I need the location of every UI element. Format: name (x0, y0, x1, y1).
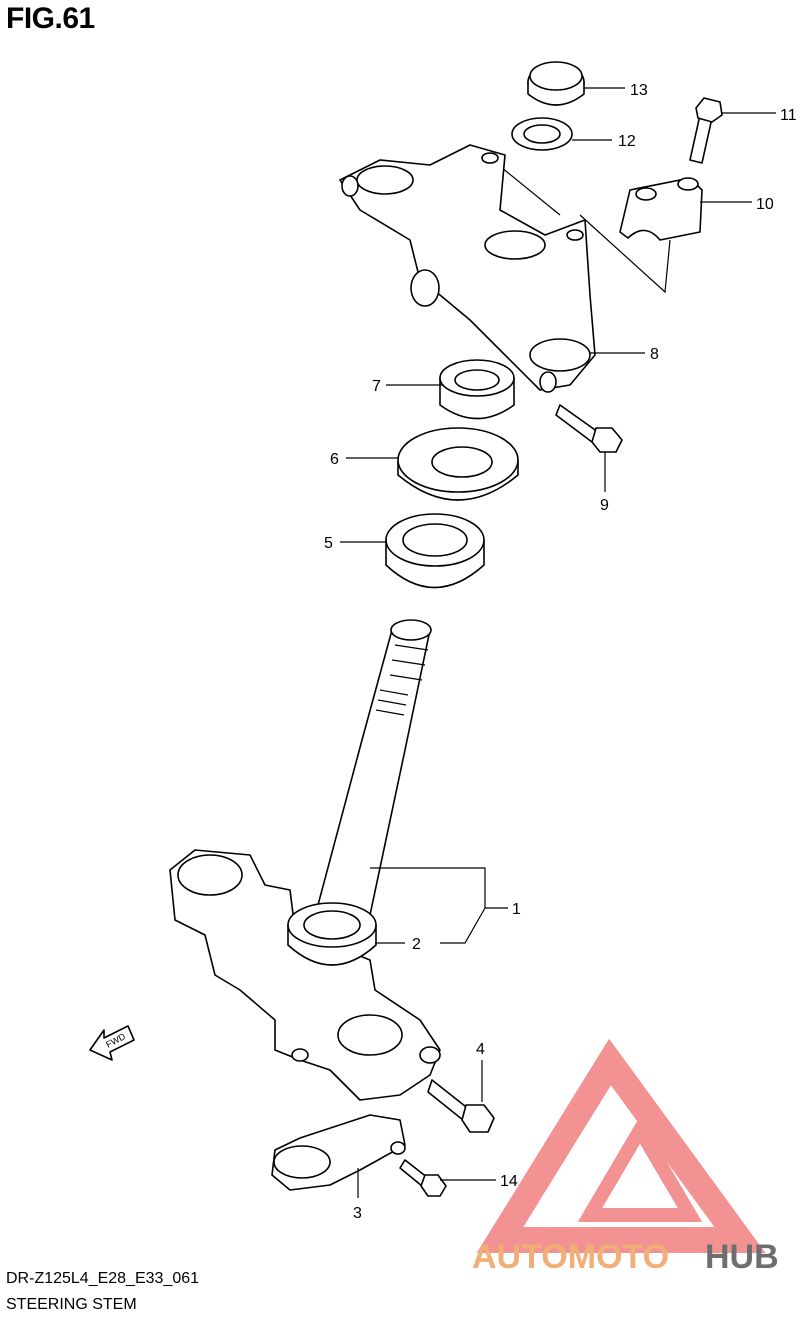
part-2-bearing (287, 902, 377, 966)
leader-lines (340, 87, 776, 1198)
callout-9: 9 (600, 497, 609, 514)
part-1-steering-stem (317, 619, 432, 916)
callout-1: 1 (512, 901, 521, 918)
callout-7: 7 (372, 378, 381, 395)
part-9-bolt (555, 404, 623, 453)
section-name: STEERING STEM (6, 1296, 137, 1313)
part-12-washer (511, 117, 573, 151)
callout-2: 2 (412, 936, 421, 953)
part-11-bolt (689, 97, 723, 164)
watermark-logo: AUTOMOTO HUB (472, 1038, 779, 1276)
watermark-text-secondary: HUB (705, 1238, 779, 1276)
callout-5: 5 (324, 535, 333, 552)
part-3-hose-guide (271, 1114, 406, 1191)
model-code: DR-Z125L4_E28_E33_061 (6, 1270, 200, 1287)
part-10-holder (619, 177, 703, 241)
part-6-seal (397, 427, 519, 501)
callout-3: 3 (353, 1205, 362, 1222)
watermark-text-primary: AUTOMOTO (472, 1238, 669, 1276)
figure-title: FIG.61 (6, 2, 95, 35)
part-5-bearing (385, 513, 485, 589)
callout-11: 11 (780, 107, 797, 124)
part-14-screw (399, 1159, 447, 1197)
part-8-upper-bracket (339, 144, 596, 393)
part-1-lower-bracket (169, 849, 441, 1101)
callout-4: 4 (476, 1041, 485, 1058)
callout-10: 10 (756, 196, 774, 213)
callout-14: 14 (500, 1173, 518, 1190)
fwd-direction-arrow: FWD (89, 1025, 135, 1061)
callout-12: 12 (618, 133, 636, 150)
callout-13: 13 (630, 82, 648, 99)
callout-6: 6 (330, 451, 339, 468)
callout-8: 8 (650, 346, 659, 363)
part-4-bolt (427, 1079, 495, 1133)
part-13-cap (527, 61, 585, 106)
part-7-nut (439, 359, 515, 420)
